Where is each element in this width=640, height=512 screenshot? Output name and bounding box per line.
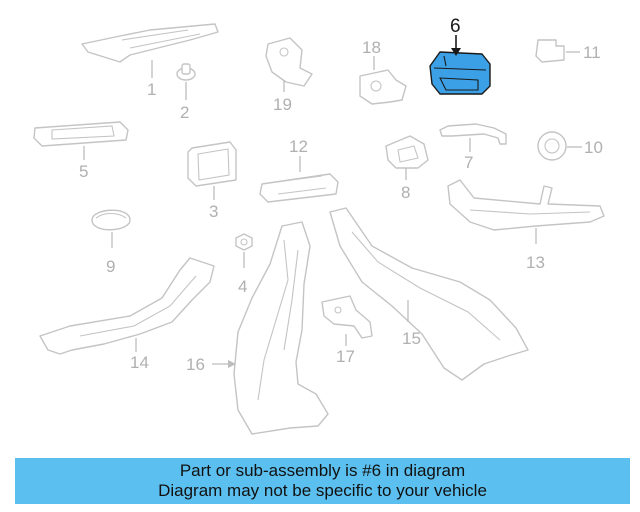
part-15-duct: 15 <box>329 207 529 381</box>
part-12-outlet: 12 <box>259 137 339 203</box>
part-10-grommet: 10 <box>537 131 603 161</box>
part-16-duct: 16 <box>186 221 329 435</box>
callout-14: 14 <box>130 353 149 372</box>
callout-8: 8 <box>401 183 410 202</box>
part-7-tube: 7 <box>439 123 507 172</box>
part-1-bracket: 1 <box>81 23 219 99</box>
part-8-adapter: 8 <box>385 135 429 202</box>
part-6-module: 6 <box>429 16 491 95</box>
callout-13: 13 <box>526 253 545 272</box>
part-2-clip: 2 <box>176 63 196 122</box>
part-3-cover: 3 <box>187 141 237 221</box>
info-banner: Part or sub-assembly is #6 in diagram Di… <box>15 458 630 504</box>
part-13-duct: 13 <box>447 179 605 272</box>
callout-3: 3 <box>209 202 218 221</box>
callout-9: 9 <box>106 257 115 276</box>
callout-2: 2 <box>180 103 189 122</box>
callout-5: 5 <box>79 162 88 181</box>
part-14-duct: 14 <box>39 257 215 372</box>
callout-7: 7 <box>464 153 473 172</box>
part-19-bracket: 19 <box>265 37 313 114</box>
part-18-sensor: 18 <box>359 38 407 105</box>
part-11-clip: 11 <box>535 39 601 63</box>
callout-18: 18 <box>362 38 381 57</box>
banner-line-part-number: Part or sub-assembly is #6 in diagram <box>179 461 466 480</box>
callout-4: 4 <box>238 277 247 296</box>
part-17-bracket: 17 <box>321 295 373 366</box>
callout-17: 17 <box>336 347 355 366</box>
callout-1: 1 <box>147 80 156 99</box>
callout-10: 10 <box>584 138 603 157</box>
banner-line-disclaimer: Diagram may not be specific to your vehi… <box>158 481 487 500</box>
callout-11: 11 <box>583 43 601 62</box>
part-4-nut: 4 <box>235 233 253 296</box>
callout-16: 16 <box>186 355 205 374</box>
callout-6: 6 <box>450 16 461 37</box>
callout-12: 12 <box>289 137 308 156</box>
callout-19: 19 <box>273 95 292 114</box>
callout-15: 15 <box>402 329 421 348</box>
part-9-cap: 9 <box>91 209 131 276</box>
part-5-grille: 5 <box>33 121 129 181</box>
